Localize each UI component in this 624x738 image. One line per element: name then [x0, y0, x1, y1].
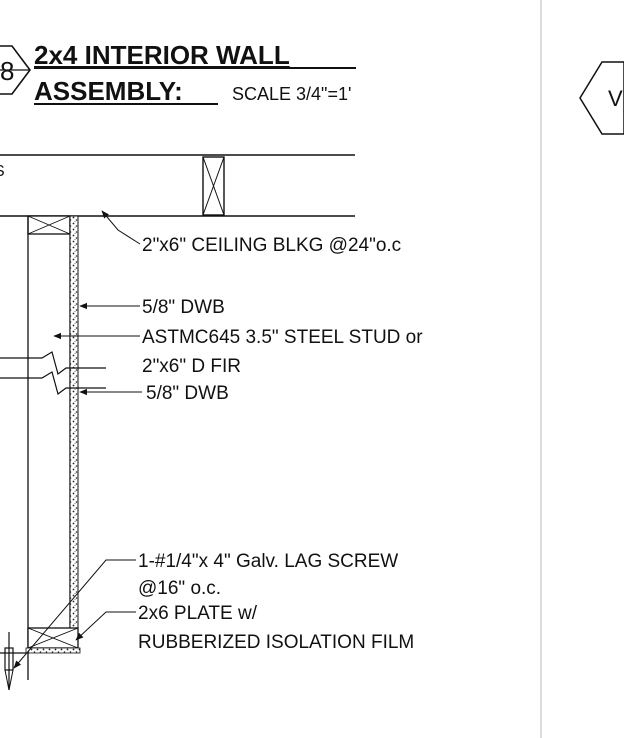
ceiling-blocking [202, 156, 225, 216]
label-plate-line1: 2x6 PLATE w/ [138, 603, 258, 624]
top-plate [27, 215, 71, 235]
right-detail-fragment: V [608, 86, 623, 111]
detail-tag-hexagon: 8 [0, 45, 31, 95]
lag-screw [4, 632, 14, 691]
detail-number: 8 [0, 56, 14, 86]
isolation-film [25, 647, 81, 654]
label-dwb-bottom: 5/8" DWB [146, 383, 229, 404]
label-lag-screw-line1: 1-#1/4"x 4" Galv. LAG SCREW [138, 551, 398, 572]
label-stud-line2: 2"x6" D FIR [142, 356, 241, 377]
leader-lag-screw [13, 559, 136, 669]
leader-plate [75, 611, 136, 641]
break-line [0, 351, 106, 396]
label-dwb-top: 5/8" DWB [142, 297, 225, 318]
label-ceiling-blocking: 2"x6" CEILING BLKG @24"o.c [142, 235, 401, 256]
label-plate-line2: RUBBERIZED ISOLATION FILM [138, 632, 414, 653]
left-edge-fragment: S [0, 163, 5, 180]
bottom-plate [25, 627, 81, 654]
label-lag-screw-line2: @16" o.c. [138, 578, 221, 599]
label-stud-line1: ASTMC645 3.5" STEEL STUD or [142, 327, 423, 348]
title-scale: SCALE 3/4"=1' [232, 84, 351, 104]
title-line2: ASSEMBLY: [34, 76, 183, 106]
ceiling-joist: S [0, 154, 355, 217]
title-line1: 2x4 INTERIOR WALL [34, 40, 290, 70]
leader-ceiling-blocking [101, 210, 141, 245]
right-detail-tag: V [579, 61, 624, 135]
drywall-layer [69, 215, 79, 649]
